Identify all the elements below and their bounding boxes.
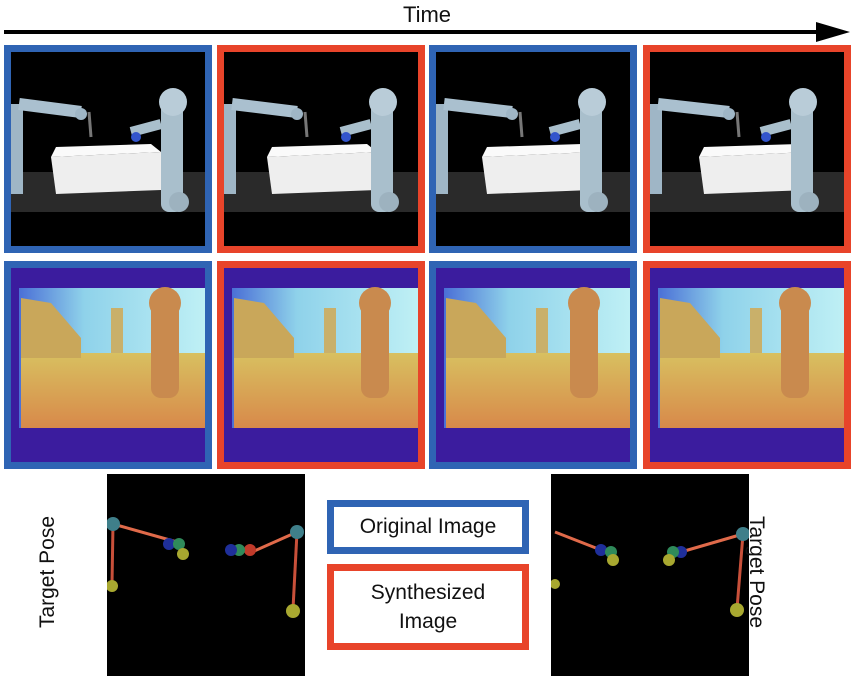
rgb-frame-original [429,45,637,253]
legend-original-label: Original Image [359,515,497,539]
legend-synthesized-label-line2: Image [398,610,458,633]
depth-frame-synthesized [217,261,425,469]
legend-synthesized-label-line1: Synthesized [370,580,486,604]
time-label: Time [402,2,452,27]
legend-original-image: Original Image [327,500,529,554]
target-pose-panel-left [107,474,305,676]
time-arrow-icon [4,22,850,42]
legend-synthesized-image: Synthesized Image [327,564,529,650]
depth-frame-original [429,261,637,469]
rgb-frame-original [4,45,212,253]
depth-frame-synthesized [643,261,851,469]
target-pose-panel-right [551,474,749,676]
rgb-frame-synthesized [643,45,851,253]
target-pose-label-left: Target Pose [36,515,60,629]
target-pose-label-right: Target Pose [745,515,769,629]
depth-frame-original [4,261,212,469]
rgb-frame-synthesized [217,45,425,253]
